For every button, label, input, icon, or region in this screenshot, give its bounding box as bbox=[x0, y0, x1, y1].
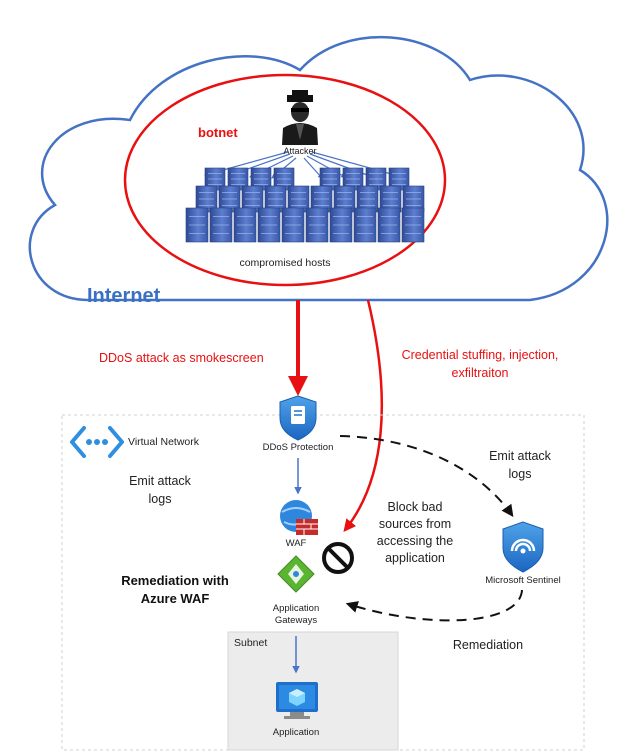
emit-logs-to-sentinel-arrow bbox=[339, 435, 514, 517]
application-gateways-label-2: Gateways bbox=[274, 615, 318, 626]
waf-icon bbox=[280, 500, 318, 535]
internet-label: Internet bbox=[87, 285, 161, 307]
virtual-network-icon bbox=[70, 426, 124, 458]
remediation-label: Remediation bbox=[452, 638, 524, 652]
microsoft-sentinel-icon bbox=[502, 521, 544, 573]
credential-attack-arrow bbox=[343, 299, 384, 532]
block-bad-sources-label-3: accessing the bbox=[376, 534, 454, 548]
block-prohibited-icon bbox=[322, 542, 354, 574]
ddos-protection-label: DDoS Protection bbox=[262, 442, 334, 453]
waf-label: WAF bbox=[285, 538, 307, 549]
application-gateway-icon bbox=[277, 555, 315, 593]
block-bad-sources-label-1: Block bad bbox=[387, 500, 443, 514]
emit-logs-right-label-2: logs bbox=[508, 467, 532, 481]
virtual-network-label: Virtual Network bbox=[128, 436, 199, 448]
remediation-waf-label-2: Azure WAF bbox=[140, 591, 210, 606]
botnet-label: botnet bbox=[198, 125, 238, 140]
application-label: Application bbox=[272, 727, 320, 738]
compromised-hosts-label: compromised hosts bbox=[239, 257, 331, 269]
compromised-hosts-servers bbox=[185, 167, 425, 243]
block-bad-sources-label-4: application bbox=[385, 551, 445, 565]
emit-logs-right-label-1: Emit attack bbox=[489, 449, 551, 463]
emit-logs-left-label-1: Emit attack bbox=[129, 474, 191, 488]
credential-attack-label-1: Credential stuffing, injection, bbox=[401, 348, 559, 362]
attacker-label: Attacker bbox=[283, 146, 317, 156]
application-gateways-label-1: Application bbox=[272, 603, 320, 614]
botnet-boundary bbox=[123, 73, 447, 287]
block-bad-sources-label-2: sources from bbox=[378, 517, 452, 531]
application-vm-icon bbox=[276, 682, 318, 719]
microsoft-sentinel-label: Microsoft Sentinel bbox=[485, 575, 561, 586]
remediation-arrow bbox=[345, 589, 523, 622]
subnet-label: Subnet bbox=[234, 637, 268, 649]
ddos-attack-label: DDoS attack as smokescreen bbox=[99, 351, 264, 365]
credential-attack-label-2: exfiltraiton bbox=[451, 366, 509, 380]
emit-logs-left-label-2: logs bbox=[148, 492, 172, 506]
ddos-protection-shield-icon bbox=[279, 395, 317, 441]
attacker-icon bbox=[282, 90, 318, 145]
remediation-waf-label-1: Remediation with bbox=[121, 573, 229, 588]
